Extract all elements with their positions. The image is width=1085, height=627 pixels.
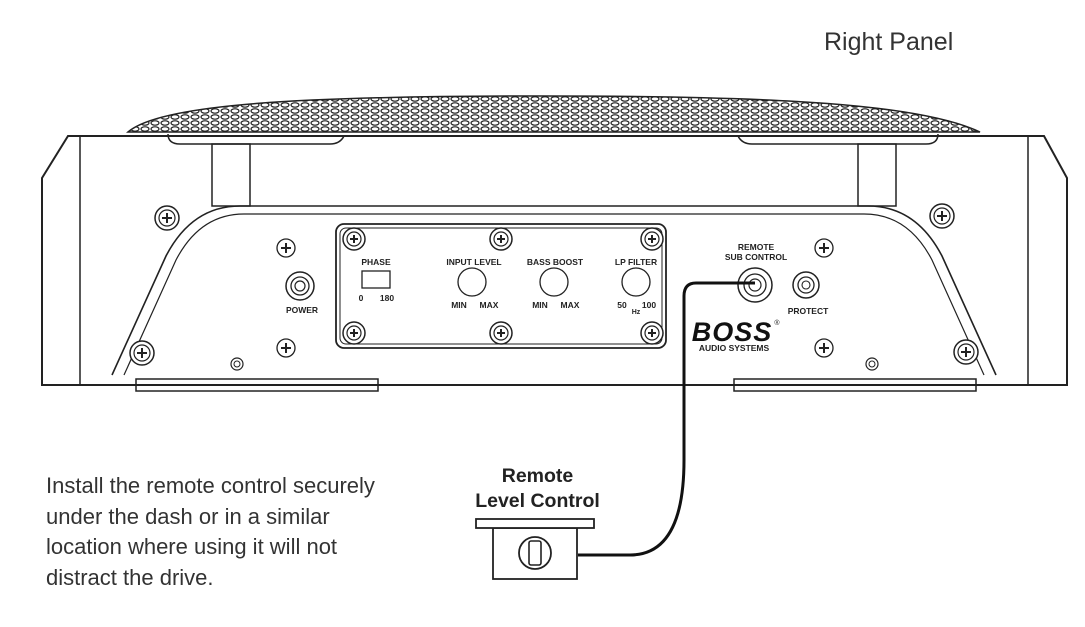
hole-icon xyxy=(230,357,244,371)
note-line: distract the drive. xyxy=(46,564,214,590)
screw-icon xyxy=(953,339,979,365)
lp-filter-label: LP FILTER xyxy=(615,257,657,267)
installation-note: Install the remote control securely unde… xyxy=(46,471,446,593)
lp-filter-max: 100 xyxy=(642,300,656,310)
hole-icon xyxy=(865,357,879,371)
bass-boost-max: MAX xyxy=(561,300,580,310)
hole-icon xyxy=(868,360,876,368)
small-screw-icon xyxy=(276,338,296,358)
plate-screw-icon xyxy=(342,321,366,345)
hole-icon xyxy=(233,360,241,368)
screw-icon xyxy=(929,203,955,229)
power-label: POWER xyxy=(286,305,318,315)
protect-label: PROTECT xyxy=(788,306,829,316)
protect-led xyxy=(792,271,820,299)
front-panel xyxy=(111,205,997,376)
phase-switch[interactable] xyxy=(361,270,391,289)
remote-label-line2: Level Control xyxy=(475,490,600,512)
plate-screw-icon xyxy=(640,227,664,251)
plate-screw-icon xyxy=(489,321,513,345)
power-led xyxy=(285,271,315,301)
remote-jack-label-1: REMOTE xyxy=(738,242,775,252)
page-title: Right Panel xyxy=(824,28,954,56)
speaker-grille xyxy=(125,95,981,133)
screw-icon xyxy=(154,205,180,231)
small-screw-icon xyxy=(276,238,296,258)
phase-max: 180 xyxy=(380,293,394,303)
small-screw-icon xyxy=(814,238,834,258)
remote-knob[interactable] xyxy=(518,536,552,570)
bass-boost-knob[interactable] xyxy=(539,267,569,297)
note-line: Install the remote control securely xyxy=(46,473,375,498)
input-level-max: MAX xyxy=(480,300,499,310)
plate-screw-icon xyxy=(489,227,513,251)
input-level-knob[interactable] xyxy=(457,267,487,297)
remote-jack-label-2: SUB CONTROL xyxy=(725,252,787,262)
input-level-min: MIN xyxy=(451,300,467,310)
input-level-label: INPUT LEVEL xyxy=(446,257,501,267)
remote-label-line1: Remote xyxy=(501,465,574,487)
lp-filter-unit: Hz xyxy=(632,309,641,316)
phase-label: PHASE xyxy=(361,257,391,267)
small-screw-icon xyxy=(814,338,834,358)
brand-logo: BOSS xyxy=(692,317,773,347)
remote-level-control-label: Remote Level Control xyxy=(455,464,620,514)
remote-jack xyxy=(737,267,773,303)
plate-screw-icon xyxy=(342,227,366,251)
plate-screw-icon xyxy=(640,321,664,345)
brand-mark: ® xyxy=(774,319,780,327)
lp-filter-knob[interactable] xyxy=(621,267,651,297)
phase-min: 0 xyxy=(359,293,364,303)
note-line: location where using it will not xyxy=(46,534,338,559)
note-line: under the dash or in a similar xyxy=(46,503,330,529)
lp-filter-min: 50 xyxy=(617,300,627,310)
remote-cable xyxy=(578,281,755,557)
brand-subtitle: AUDIO SYSTEMS xyxy=(699,343,770,353)
bass-boost-min: MIN xyxy=(532,300,548,310)
control-plate xyxy=(335,223,667,349)
bass-boost-label: BASS BOOST xyxy=(527,257,584,267)
screw-icon xyxy=(129,340,155,366)
